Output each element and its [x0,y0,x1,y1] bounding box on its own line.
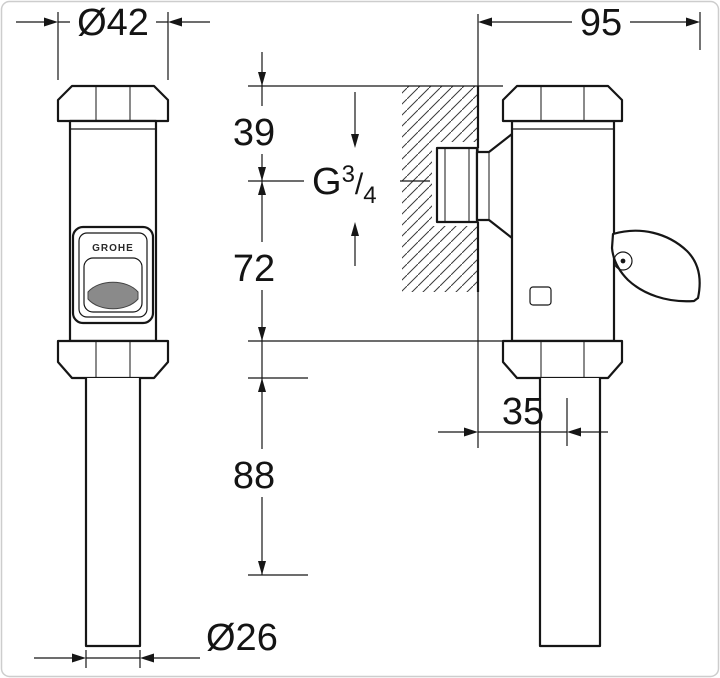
brand-logo-text: GROHE [92,243,134,254]
inlet-thread-lines [444,148,470,222]
push-button-grip [87,281,139,310]
side-view [402,14,701,648]
dim-label-88: 88 [233,455,275,497]
dimension-95: 95 [478,2,701,50]
front-top-nut-facets [95,87,131,121]
push-button-frame [78,232,148,318]
lever-pivot-center [620,258,626,264]
front-bottom-hex-nut [56,339,170,380]
dimension-35: 35 [438,391,608,446]
side-top-nut-facets [540,87,585,121]
push-button-face [83,257,143,313]
dim-label-39: 39 [233,112,275,154]
dim-label-diameter-26: Ø26 [206,617,278,659]
flush-lever [610,229,701,303]
inlet-connector-cone [475,132,514,240]
dimension-diameter-42: Ø42 [16,2,210,80]
dimension-thread-g34: G3/4 [312,92,430,266]
dim-label-95: 95 [580,2,622,44]
front-bottom-nut-facets [95,341,131,377]
front-view: GROHE [56,84,170,648]
dim-label-35: 35 [502,391,544,433]
side-body [510,119,616,343]
front-flush-pipe [84,378,142,648]
dimension-annotations: Ø42 95 39 72 88 [16,2,701,668]
dim-label-thread: G3/4 [312,161,377,209]
dimension-chain-vertical: 39 72 88 [226,52,503,576]
dim-label-diameter-42: Ø42 [77,2,149,44]
side-top-hex-nut [501,84,624,123]
side-bottom-hex-nut [501,339,624,380]
inlet-thread-block [435,146,479,224]
lever-pivot-screw [613,251,633,271]
side-flush-pipe [538,378,602,648]
dimension-diameter-26: Ø26 [34,617,278,668]
dim-label-72: 72 [233,248,275,290]
side-bottom-nut-facets [540,341,585,377]
front-top-hex-nut [56,84,170,123]
side-body-detail-plate [529,286,552,306]
